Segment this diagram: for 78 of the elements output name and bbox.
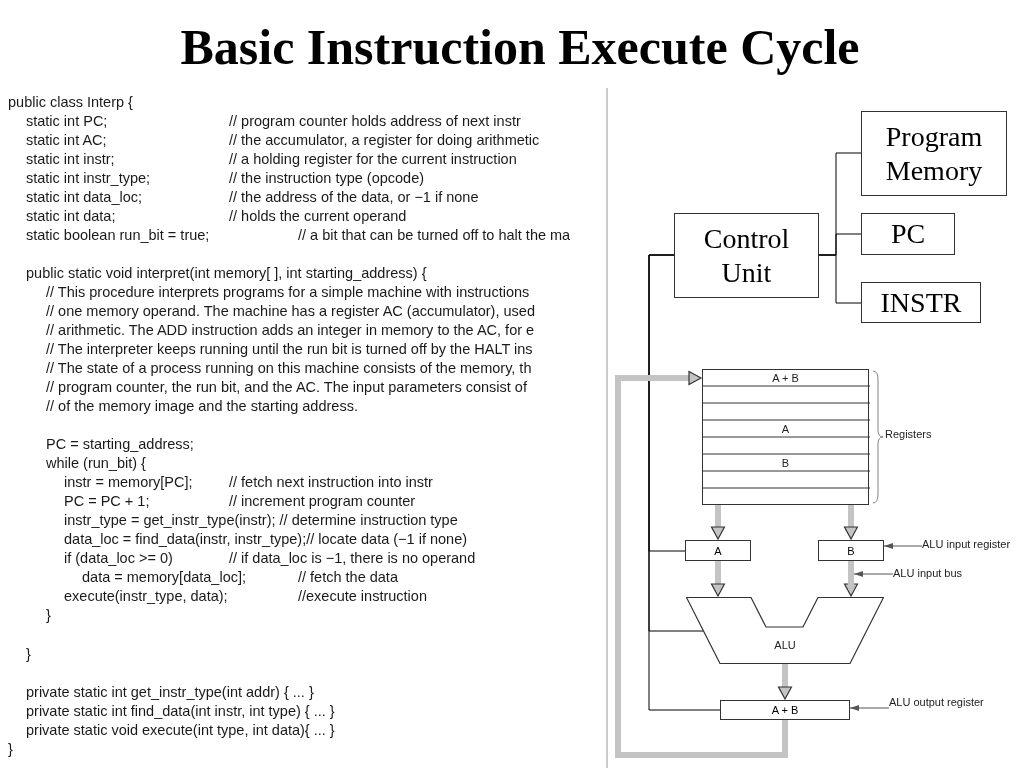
unit-label: Control Unit [702,221,791,290]
bus-arrow [710,561,726,597]
register-label: B [847,544,855,557]
bus-arrow [615,370,788,758]
code-line: // fetch next instruction into instr [229,473,433,492]
code-line: // a holding register for the current instruction [229,150,517,169]
slide-title: Basic Instruction Execute Cycle [179,18,861,76]
bus-arrow [710,505,726,540]
register-label: B [780,457,791,469]
register-label: A + B [771,372,800,384]
code-line: instr_type = get_instr_type(instr); // determine instruction type [64,511,458,530]
code-line: private static void execute(int type, int data){ ... } [26,721,335,740]
leader-line [853,571,894,577]
code-line: instr = memory[PC]; [64,473,193,492]
code-line: //execute instruction [298,587,427,606]
code-line: PC = starting_address; [46,435,194,454]
code-line: PC = PC + 1; [64,492,150,511]
registers-label: Registers [885,428,932,440]
code-line: } [26,645,31,664]
leader-line [883,543,923,549]
register-box [720,700,850,720]
code-line: // This procedure interprets programs for a simple machine with instructions [46,283,530,302]
code-line: // of the memory image and the starting address. [46,397,358,416]
register-file [702,369,869,505]
code-line: static int AC; [26,131,107,150]
code-line: // the accumulator, a register for doing arithmetic [229,131,540,150]
code-line: if (data_loc >= 0) [64,549,173,568]
code-line: // program counter holds address of next instr [229,112,521,131]
connector-line [818,254,862,304]
code-line: static int instr; [26,150,115,169]
code-line: // the address of the data, or −1 if none [229,188,479,207]
code-line: static int instr_type; [26,169,151,188]
code-line: data = memory[data_loc]; [82,568,247,587]
code-line: static boolean run_bit = true; [26,226,210,245]
register-box [818,540,884,561]
code-line: } [8,740,13,759]
bus-arrow [843,505,859,540]
bus-arrow [843,561,859,597]
code-line: // fetch the data [298,568,398,587]
alu-label: ALU [773,639,797,651]
code-line: // arithmetic. The ADD instruction adds an integer in memory to the AC, for e [46,321,535,340]
code-line: static int data_loc; [26,188,143,207]
code-line: // The interpreter keeps running until the run bit is turned off by the HALT ins [46,340,533,359]
code-line: // program counter, the run bit, and the AC. The input parameters consist of [46,378,527,397]
code-line: static int PC; [26,112,108,131]
register-label: A [780,423,791,435]
unit-label: Program Memory [884,119,984,188]
code-line: // a bit that can be turned off to halt the ma [298,226,571,245]
unit-label: INSTR [880,285,962,320]
unit-box [861,111,1007,196]
code-line: // increment program counter [229,492,416,511]
register-box [685,540,751,561]
code-line: execute(instr_type, data); [64,587,228,606]
code-line: private static int get_instr_type(int addr) { ... } [26,683,314,702]
code-line: while (run_bit) { [46,454,146,473]
leader-line [849,705,890,711]
connector-line [648,254,721,711]
code-line: // holds the current operand [229,207,407,226]
code-line: // the instruction type (opcode) [229,169,425,188]
code-line: } [46,606,51,625]
unit-box [861,282,981,323]
code-line: public static void interpret(int memory[ ], int starting_address) { [26,264,427,283]
unit-box [861,213,955,255]
code-line: public class Interp { [8,93,133,112]
code-line: // if data_loc is −1, there is no operand [229,549,476,568]
callout-text: ALU input register [922,538,1011,550]
unit-box [674,213,819,298]
callout-text: ALU input bus [893,567,963,579]
register-label: A [714,544,722,557]
code-line: private static int find_data(int instr, int type) { ... } [26,702,335,721]
code-line: // The state of a process running on this machine consists of the memory, th [46,359,532,378]
bus-arrow [777,664,793,700]
register-label: A + B [771,704,799,716]
callout-text: ALU output register [889,696,984,708]
code-line: data_loc = find_data(instr, instr_type);// locate data (−1 if none) [64,530,468,549]
code-line: static int data; [26,207,116,226]
code-line: // one memory operand. The machine has a register AC (accumulator), used [46,302,535,321]
unit-label: PC [890,217,926,251]
